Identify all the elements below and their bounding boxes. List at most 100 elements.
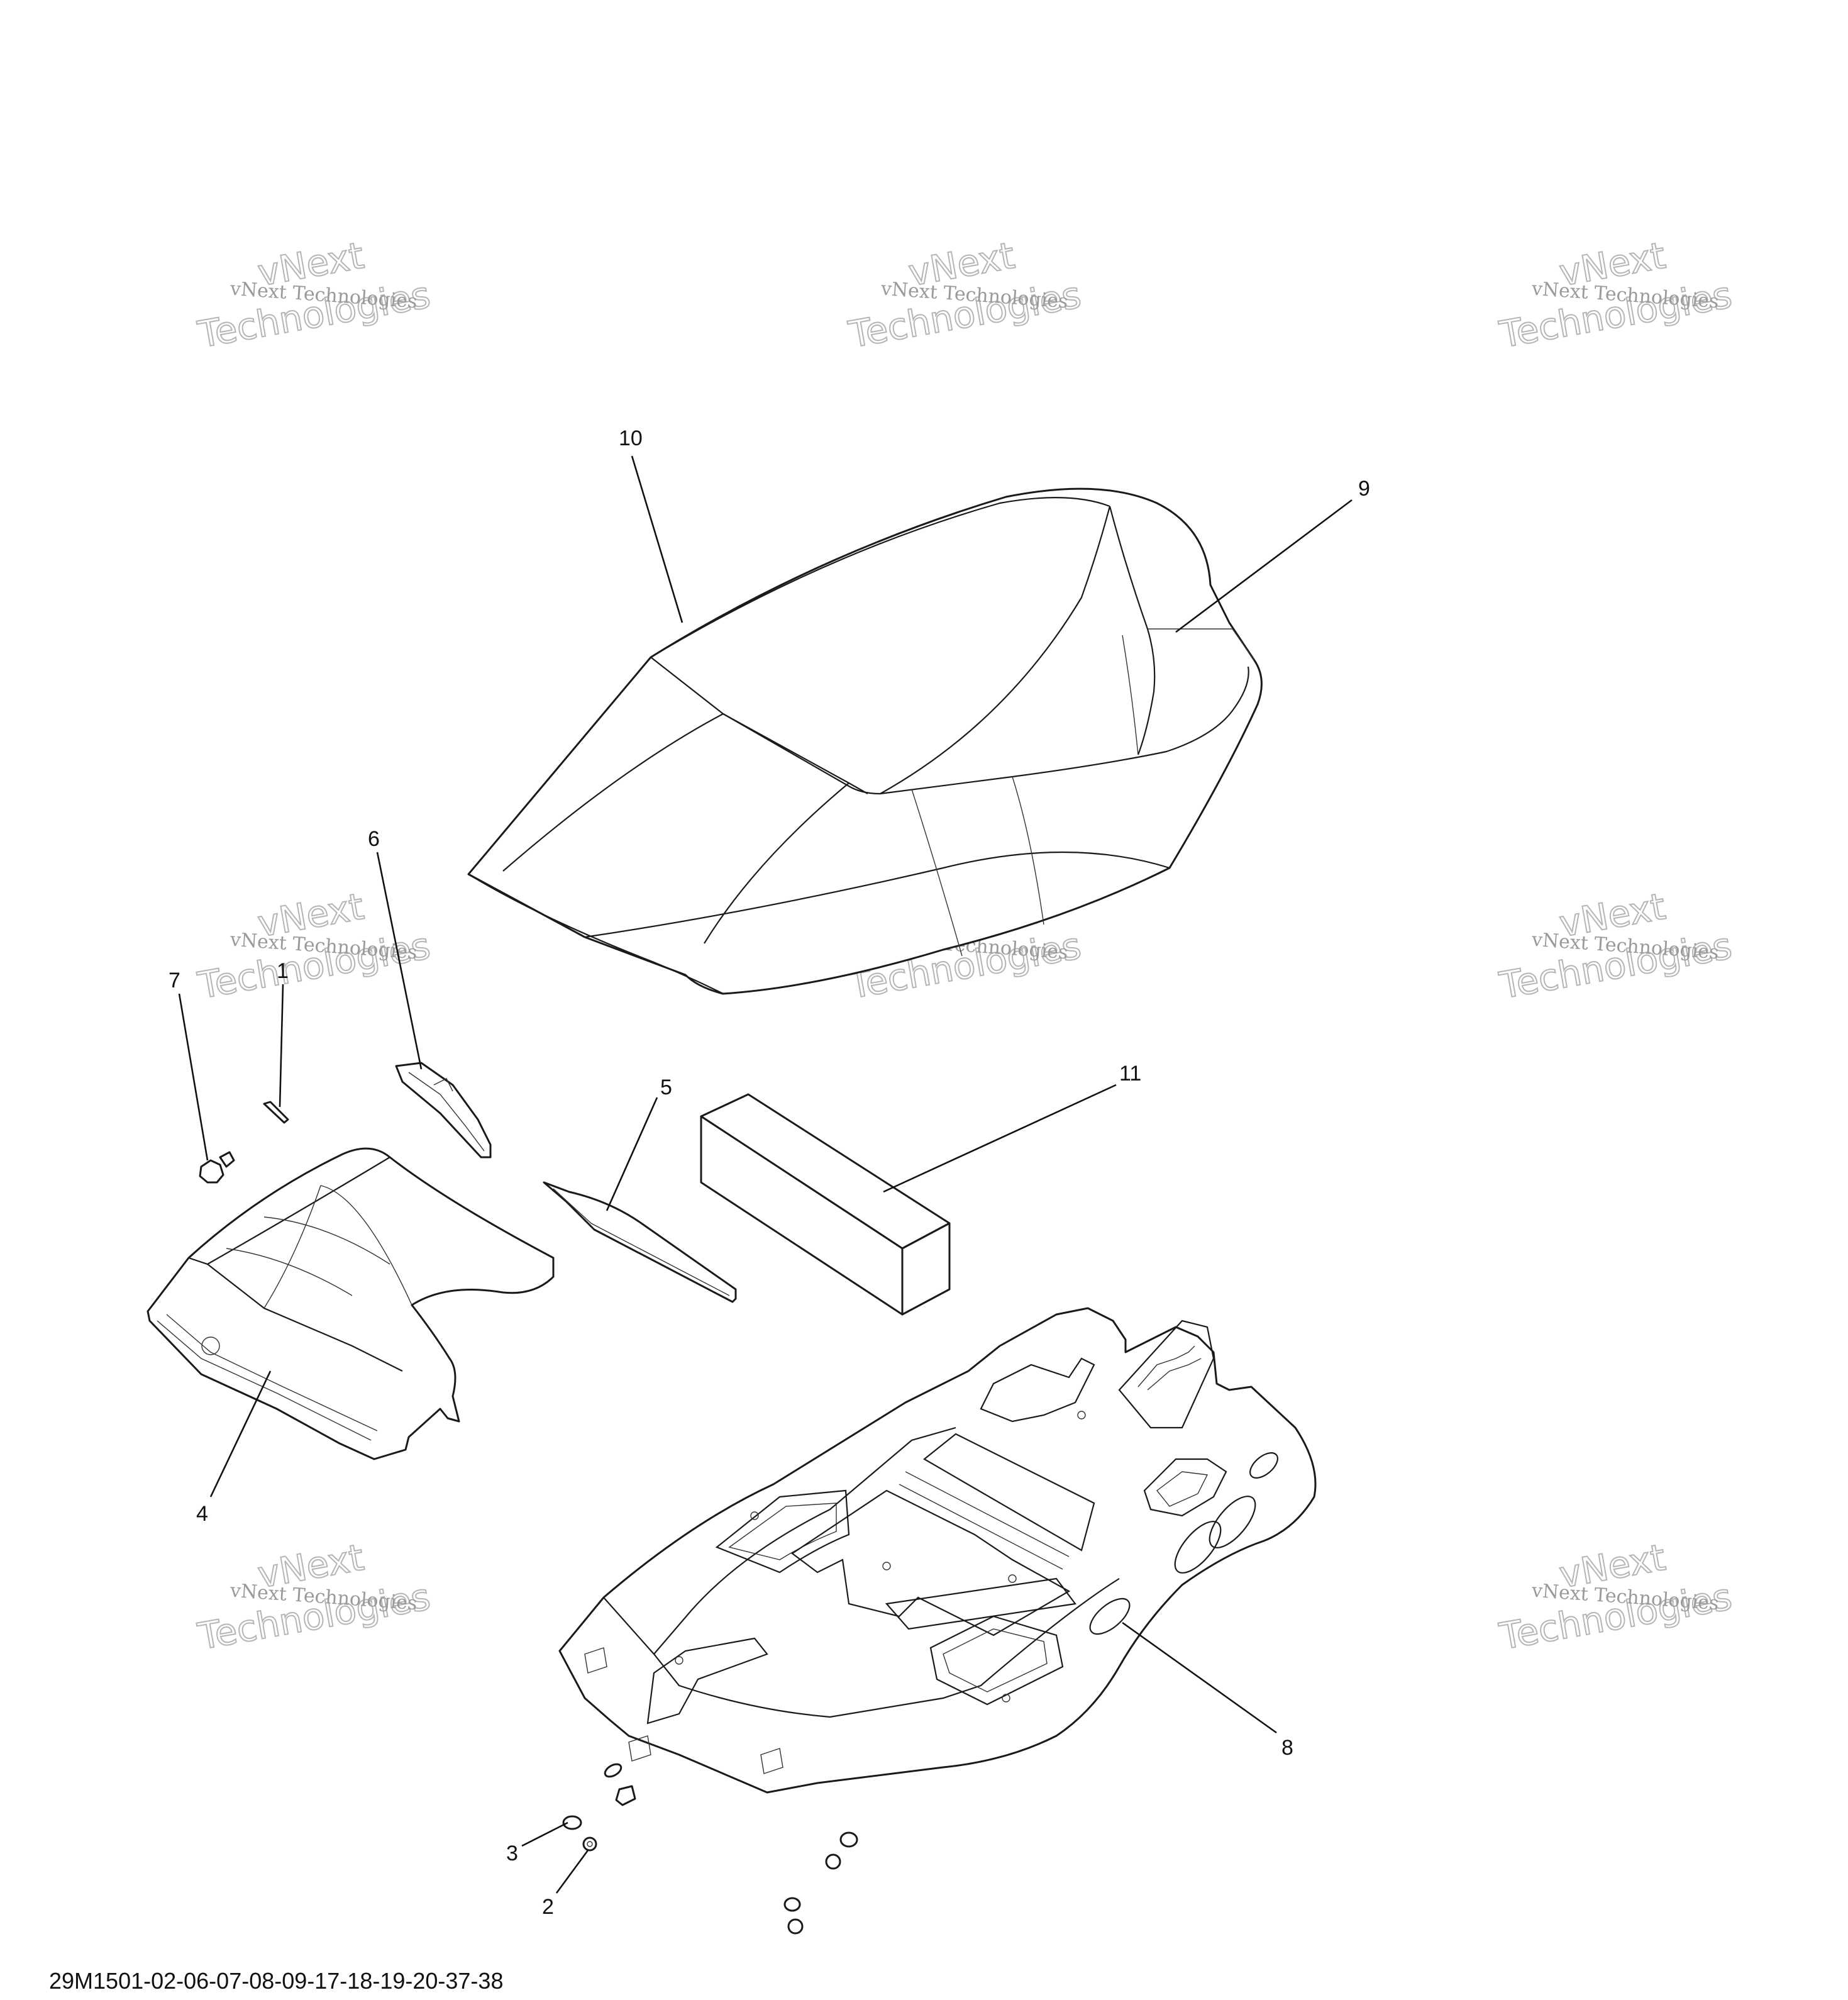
callout-labels: 10 9 6 7 1 5 11 4 8 3 2 (169, 426, 1370, 1919)
tray-8-center-panel (791, 1489, 1071, 1636)
cover-4-lower-edge (166, 1314, 378, 1431)
leader-2 (555, 1850, 589, 1894)
seat-front-seam (704, 782, 849, 944)
seat-side-seam (502, 713, 724, 872)
clip-1-outline (263, 1101, 289, 1124)
tray-8-rail (899, 1484, 1063, 1570)
clip-part-1 (263, 1101, 289, 1124)
leader-10 (631, 455, 683, 623)
seat-lower-seam (584, 851, 1170, 938)
cover-4-panel-line (226, 1248, 353, 1296)
seat-panel-line (1148, 628, 1255, 661)
clip-6-edge (408, 1072, 485, 1152)
tray-8-oval-port (1174, 1521, 1222, 1574)
leader-11 (883, 1084, 1117, 1193)
rivet-part-7 (199, 1151, 235, 1184)
foam-side-face (901, 1222, 951, 1316)
leader-6 (376, 852, 423, 1070)
cover-4-panel-line (320, 1185, 412, 1306)
tray-8-right-pocket (1143, 1458, 1227, 1517)
drawing-number: 29M1501-02-06-07-08-09-17-18-19-20-37-38 (49, 1968, 503, 1994)
cover-4-lower-edge (157, 1320, 372, 1441)
washer (604, 1763, 622, 1778)
seat-outline (467, 487, 1263, 995)
clip-part-6 (395, 1062, 492, 1158)
tray-8-tower-rib (1147, 1358, 1202, 1391)
callout-4: 4 (196, 1502, 208, 1526)
tray-8-oval-port (1209, 1496, 1256, 1548)
rivet-7-cap (219, 1151, 235, 1168)
tray-8-pocket-1-inner (728, 1503, 837, 1560)
seat-panel-line (1122, 635, 1139, 755)
clip-6-detail (433, 1078, 453, 1092)
screw (825, 1853, 841, 1870)
screw-part-2-center (587, 1841, 593, 1847)
callout-11: 11 (1119, 1062, 1141, 1086)
push-rivet (615, 1785, 636, 1806)
callout-9: 9 (1358, 477, 1370, 501)
leader-lines (178, 455, 1353, 1894)
callout-6: 6 (368, 827, 380, 851)
tray-8-pocket-3-inner (943, 1628, 1048, 1692)
tray-8-screw-hole (1077, 1411, 1086, 1419)
cover-4-hole (201, 1336, 220, 1355)
leader-7 (178, 993, 209, 1161)
callout-7: 7 (169, 969, 180, 992)
leader-8 (1122, 1621, 1277, 1734)
screw-part-2 (582, 1836, 597, 1852)
cover-4-panel-line (263, 1185, 321, 1309)
seat-panel-line (911, 789, 963, 957)
seat-top-seam (650, 497, 1110, 658)
seat-center-seam (880, 506, 1111, 794)
washer (783, 1897, 801, 1912)
seat-rear-seam (1109, 506, 1156, 755)
seat-seam-2 (722, 666, 1249, 795)
washer-part-3 (562, 1815, 582, 1830)
cover-4-outline (147, 1147, 555, 1460)
tray-8-screw-hole (882, 1562, 891, 1570)
tray-8-screw-hole (1002, 1694, 1010, 1703)
tray-8-screw-hole (750, 1511, 759, 1520)
callout-5: 5 (660, 1075, 672, 1099)
tray-8-pocket-1 (715, 1489, 850, 1574)
base-tray-part-8 (558, 1307, 1317, 1794)
tray-8-inner-rim (603, 1578, 1120, 1718)
cover-4-upper-edge (188, 1157, 390, 1265)
tray-8-center-rib (885, 1577, 1076, 1630)
tray-8-front-rib (646, 1637, 768, 1725)
bracket-5-edge (553, 1188, 730, 1296)
callout-10: 10 (619, 426, 643, 450)
callout-2: 2 (542, 1895, 554, 1919)
rivet-7-head (199, 1159, 224, 1184)
tray-8-rear-pocket (980, 1357, 1095, 1423)
tray-8-tab (628, 1735, 651, 1762)
bracket-part-5 (543, 1181, 737, 1303)
tray-8-right-pocket-inner (1156, 1471, 1209, 1507)
callout-3: 3 (506, 1842, 518, 1865)
screw (787, 1918, 804, 1935)
tray-8-outline (558, 1307, 1317, 1794)
tray-8-rail (905, 1471, 1070, 1557)
callout-1: 1 (277, 959, 289, 983)
tray-8-tab (760, 1748, 783, 1774)
leader-1 (279, 984, 284, 1108)
seat-panel-line (1012, 776, 1044, 925)
tray-8-screw-hole (675, 1656, 683, 1665)
tray-8-oval-port (1089, 1597, 1131, 1635)
clip-6-outline (395, 1062, 492, 1158)
hardware (562, 1763, 858, 1935)
leader-3 (521, 1821, 568, 1847)
seat-bottom-edge (468, 874, 724, 994)
cover-4-panel-line (263, 1216, 390, 1265)
tray-8-tower-rib (1137, 1345, 1195, 1387)
callout-8: 8 (1281, 1736, 1293, 1760)
leader-4 (209, 1370, 272, 1497)
tray-8-rear-tower (1118, 1319, 1215, 1429)
seat-cover (467, 487, 1263, 995)
bracket-5-outline (543, 1181, 737, 1303)
seat-seam-1 (650, 657, 868, 794)
foam-block (700, 1093, 951, 1316)
tray-8-oval-port (1249, 1452, 1278, 1479)
